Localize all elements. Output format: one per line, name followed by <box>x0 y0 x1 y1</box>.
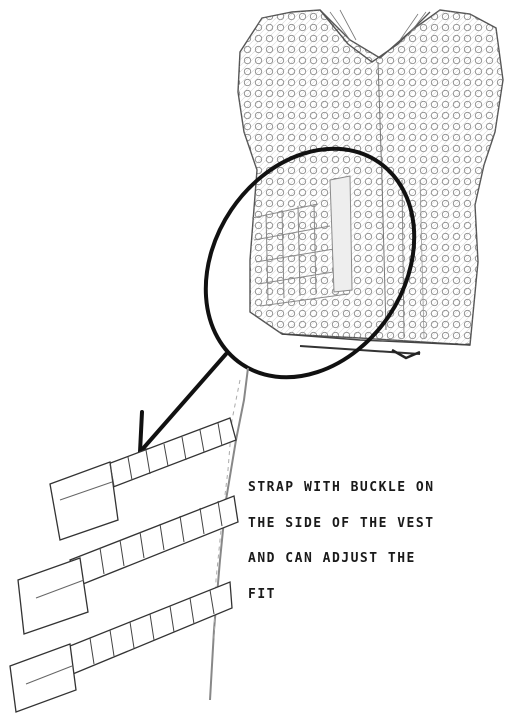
annotation-line-1: STRAP WITH BUCKLE ON <box>248 470 509 506</box>
annotation-text: STRAP WITH BUCKLE ON THE SIDE OF THE VES… <box>248 470 509 612</box>
annotation-line-2: THE SIDE OF THE VEST <box>248 506 509 542</box>
vest-body <box>238 10 503 358</box>
annotation-line-3: AND CAN ADJUST THE <box>248 541 509 577</box>
annotation-line-4: FIT <box>248 577 509 613</box>
